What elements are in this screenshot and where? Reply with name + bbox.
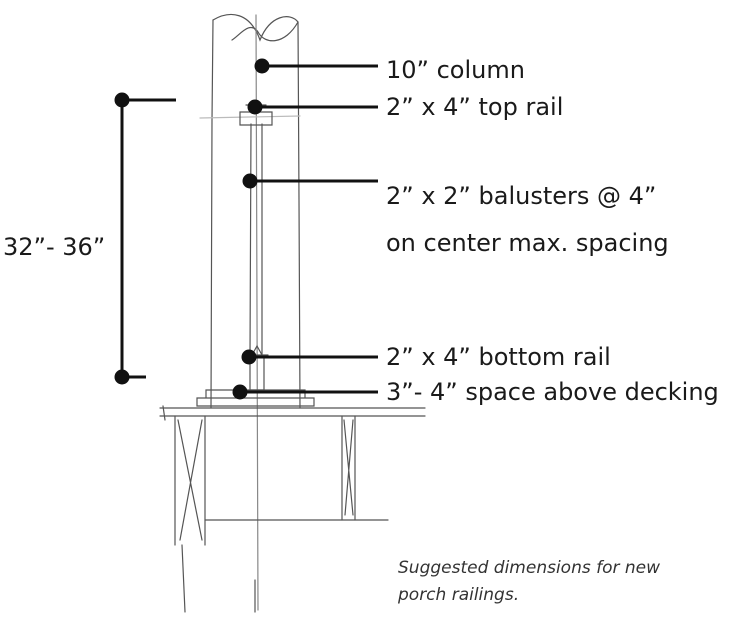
label-balusters-line2: on center max. spacing [386,229,669,257]
label-column: 10” column [386,56,525,84]
label-balusters-line1: 2” x 2” balusters @ 4” [386,182,657,210]
column-base [196,389,315,407]
caption-line2: porch railings. [398,585,520,605]
caption: Suggested dimensions for new porch raili… [398,555,740,609]
label-bottom-rail: 2” x 4” bottom rail [386,343,611,371]
joist-left [174,415,206,546]
joist-right [341,415,356,521]
column-left-edge [210,19,214,409]
baluster [249,123,263,356]
label-top-rail: 2” x 4” top rail [386,93,564,121]
label-height-range: 32”- 36” [3,233,106,261]
caption-line1: Suggested dimensions for new [398,558,661,578]
column-right-edge [297,21,301,409]
label-space: 3”- 4” space above decking [386,378,719,406]
column-top-curl [212,13,299,42]
decking [159,405,426,421]
